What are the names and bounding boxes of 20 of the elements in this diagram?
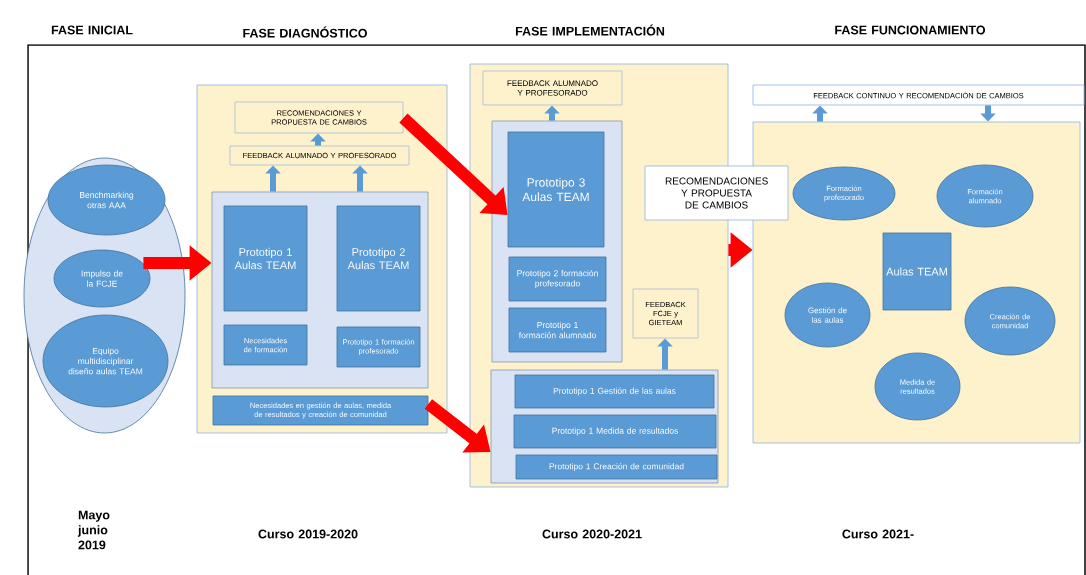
process-box: Prototipo 1 Aulas TEAM — [223, 205, 308, 312]
process-box: Prototipo 3 Aulas TEAM — [507, 131, 605, 248]
process-box: Prototipo 1 formación alumnado — [508, 307, 607, 353]
phase-title: FASE INICIAL — [51, 25, 133, 35]
phase-title: FASE DIAGNÓSTICO — [243, 26, 367, 38]
period-label: Curso 2020-2021 — [542, 529, 642, 539]
note-box: RECOMENDACIONES Y PROPUESTA DE CAMBIOS — [644, 165, 789, 221]
period-label: Curso 2019-2020 — [258, 529, 358, 539]
block-arrow — [399, 113, 508, 215]
phase-title: FASE IMPLEMENTACIÓN — [515, 24, 665, 36]
process-box: Prototipo 1 Creación de comunidad — [515, 454, 718, 480]
process-box: Prototipo 1 Medida de resultados — [513, 414, 717, 449]
period-label: Curso 2021- — [842, 529, 914, 539]
process-box: Prototipo 1 Gestión de las aulas — [514, 374, 715, 409]
process-box: Prototipo 2 formación profesorado — [508, 256, 607, 302]
process-box: Aulas TEAM — [882, 232, 952, 311]
feedback-box: FEEDBACK ALUMNADO Y PROFESORADO — [482, 70, 623, 106]
period-label: Mayo junio 2019 — [77, 510, 110, 550]
phase-title: FASE FUNCIONAMIENTO — [835, 25, 986, 35]
process-box: Prototipo 2 Aulas TEAM — [336, 205, 421, 312]
